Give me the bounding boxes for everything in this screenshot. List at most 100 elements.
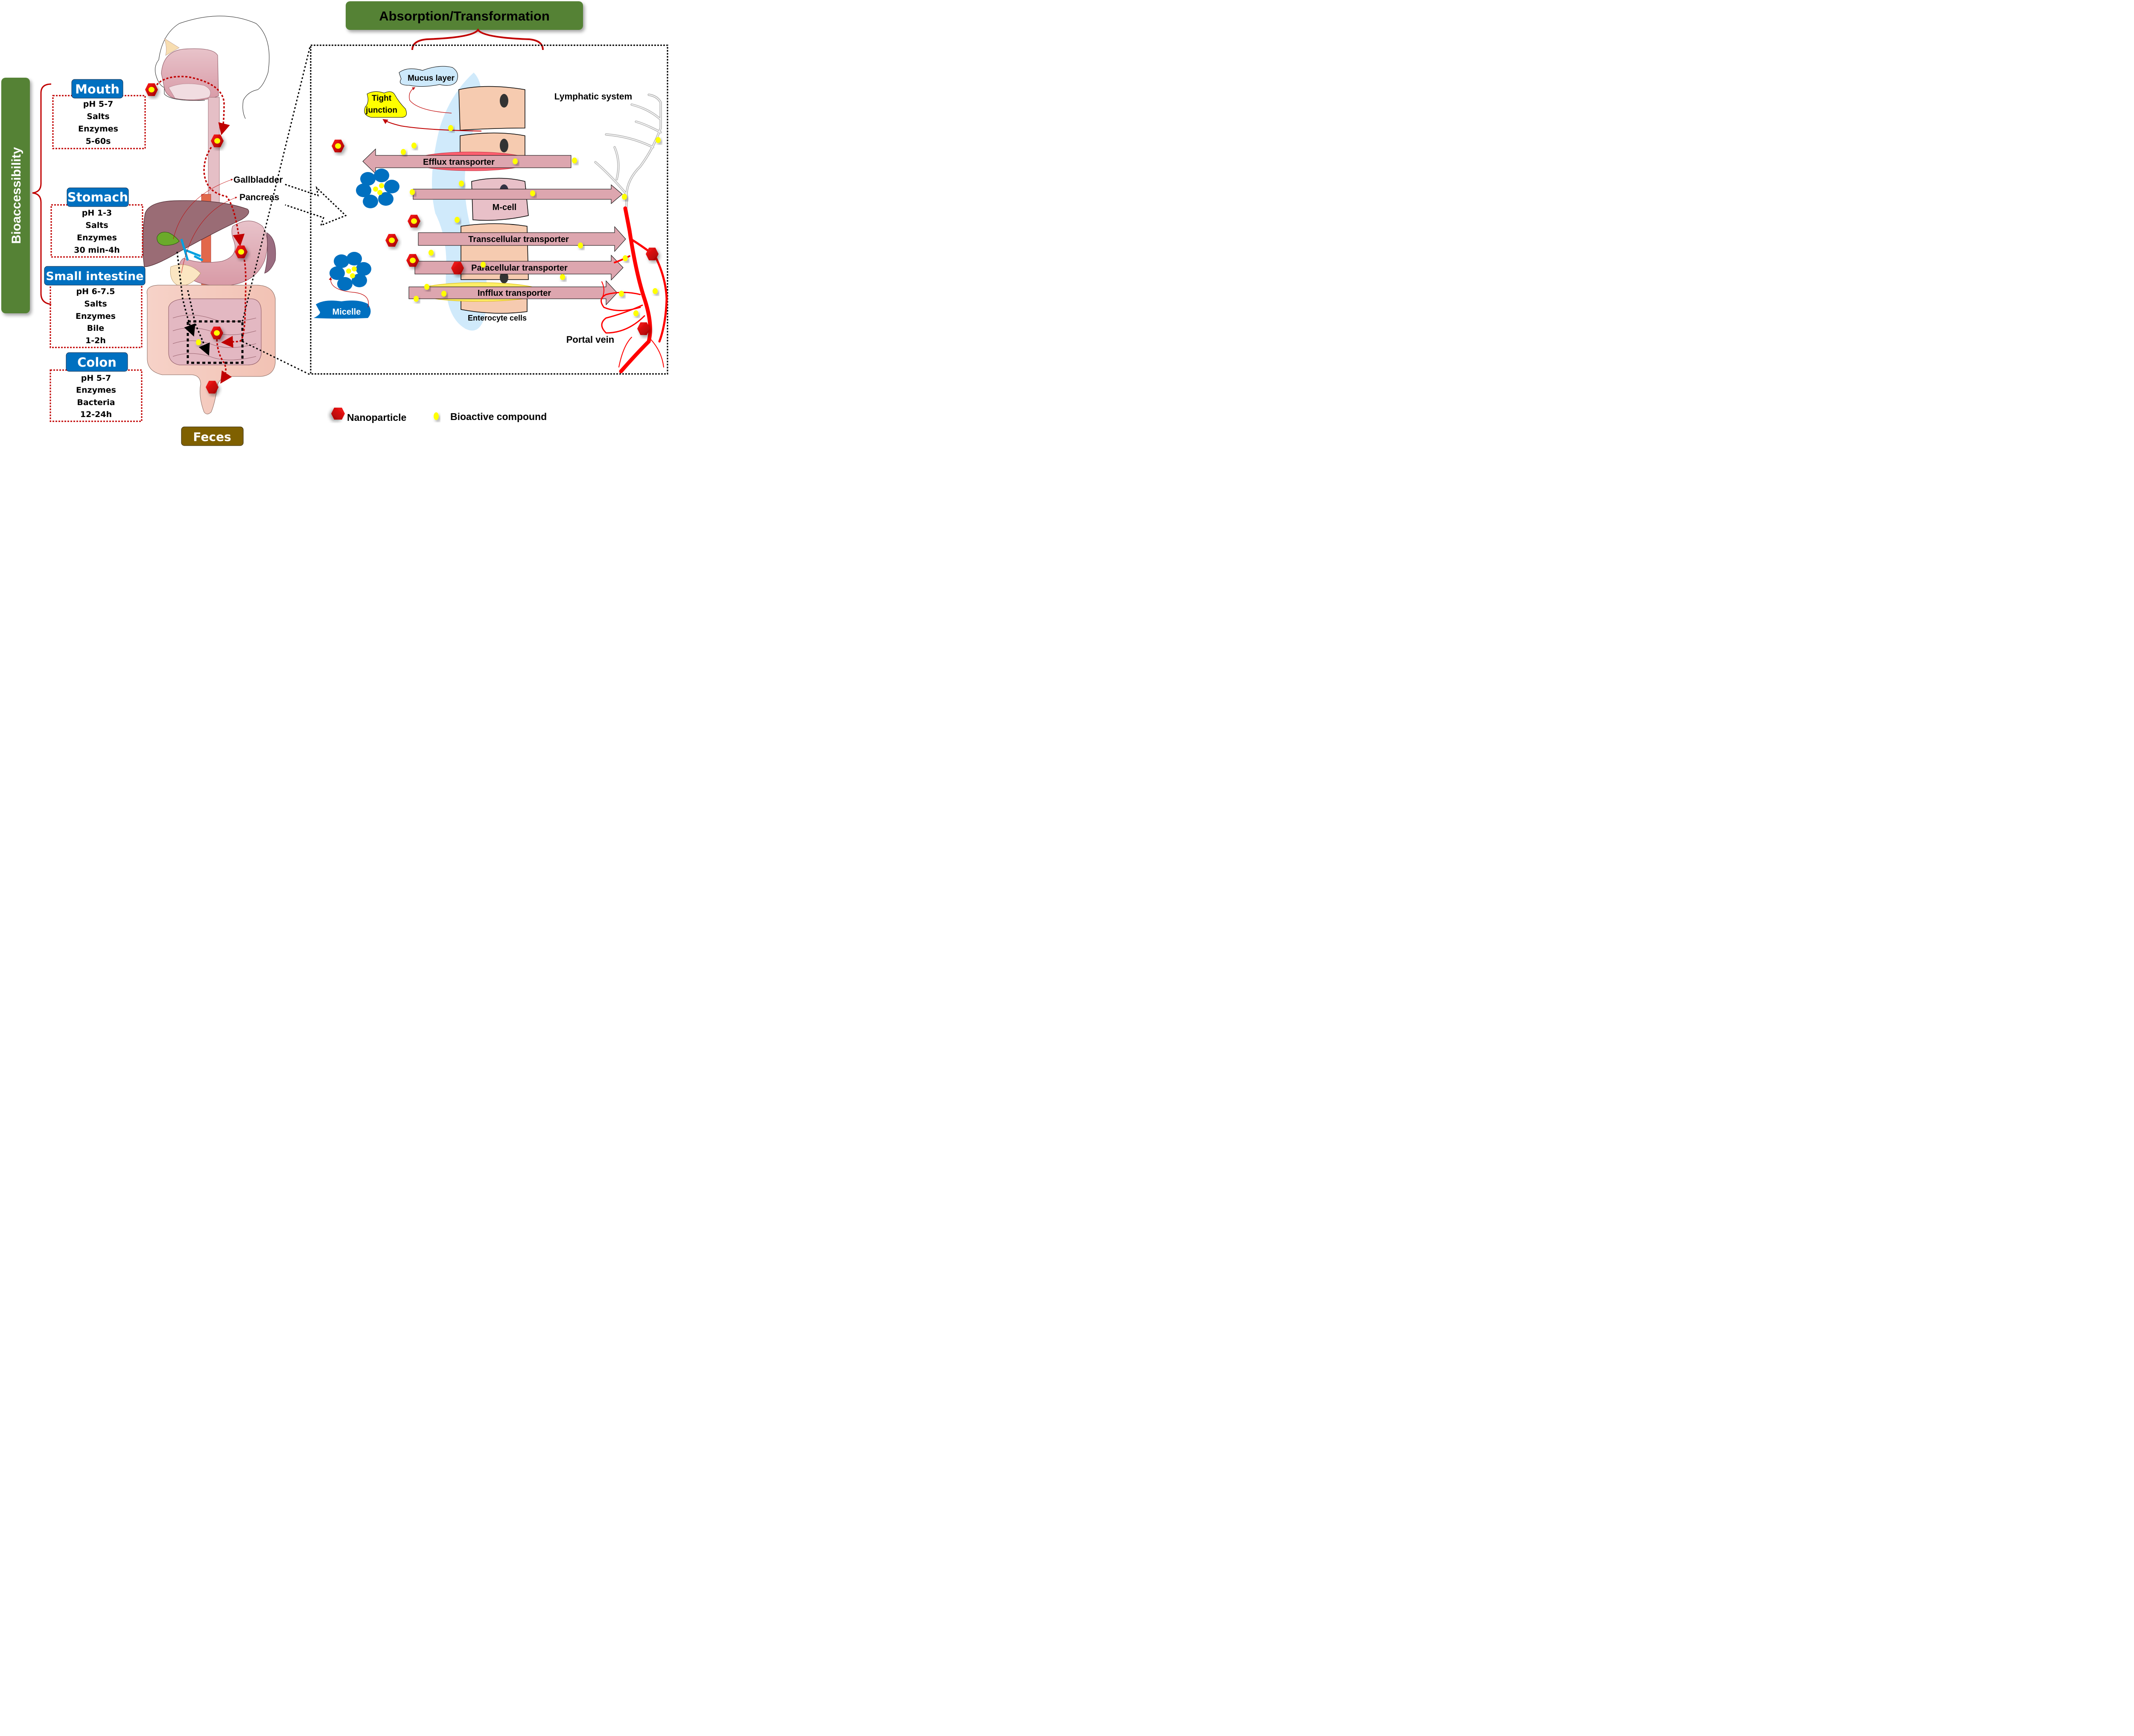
bioactive-compound-dot <box>633 310 638 316</box>
portal-vein-label: Portal vein <box>566 334 614 345</box>
tight-junction-callout: Tight junction <box>364 91 407 118</box>
figure-canvas: Bioaccessibility <box>1 1 668 446</box>
bioactive-compound-dot <box>414 296 419 302</box>
legend-nanoparticle-icon <box>331 408 345 420</box>
tight-junction-leader <box>382 119 482 131</box>
condition-text: 12-24h <box>80 410 112 419</box>
absorption-panel-frame <box>310 44 668 375</box>
bioactive-compound-dot <box>441 291 446 297</box>
nanoparticle-transit-path <box>154 76 230 135</box>
nanoparticle-transit-path-3 <box>221 256 247 348</box>
bioactive-compound-dot <box>448 125 453 131</box>
bioaccessibility-header: Bioaccessibility <box>1 78 30 313</box>
nanoparticle-icon <box>210 327 223 339</box>
bioactive-compounds <box>196 125 661 345</box>
gallbladder-leader <box>173 179 233 239</box>
condition-text: Salts <box>87 112 109 121</box>
mucus-layer-label: Mucus layer <box>408 74 455 83</box>
absorption-label: Absorption/Transformation <box>379 9 550 23</box>
transporter-efflux: Efflux transporter <box>362 148 571 175</box>
bioactive-compound-dot <box>619 291 624 297</box>
portal-vein-vessels <box>601 206 668 373</box>
nasal-oral-cavity <box>161 38 219 101</box>
bioactive-compound-dot <box>459 181 464 187</box>
mucus-leader <box>409 87 452 114</box>
pancreas-leader <box>181 197 237 274</box>
bioactive-compound-dot <box>560 274 565 280</box>
stage-title-mouth: Mouth <box>75 82 120 96</box>
nanoparticle-icon <box>145 83 158 96</box>
nanoparticle-icon <box>637 322 650 335</box>
bioactive-compound-dot <box>429 250 434 256</box>
condition-text: Salts <box>85 221 108 230</box>
nanoparticle-icon <box>332 140 344 152</box>
bioactive-compound-dot <box>410 189 415 195</box>
stage-title-colon: Colon <box>77 355 117 370</box>
stage-colon: Colon pH 5-7 Enzymes Bacteria 12-24h <box>50 352 143 422</box>
nanoparticle-icon <box>646 248 659 260</box>
bioactive-compound-dot <box>572 158 577 163</box>
nanoparticle-icon <box>451 262 464 274</box>
transcellular-transporter-label: Transcellular transporter <box>468 235 569 244</box>
condition-text: 30 min-4h <box>74 245 120 255</box>
enterocyte-cells-label: Enterocyte cells <box>468 314 527 322</box>
bioactive-compound-dot <box>455 217 460 223</box>
legend-bioactive-label: Bioactive compound <box>450 411 547 422</box>
tight-junction-label-line2: junction <box>365 106 397 115</box>
lymphatic-system-label: Lymphatic system <box>554 92 632 102</box>
legend: Nanoparticle Bioactive compound <box>331 408 547 423</box>
legend-bioactive-icon <box>434 412 439 420</box>
condition-text: Bacteria <box>77 398 115 407</box>
feces-label: Feces <box>193 430 231 444</box>
stage-stomach: Stomach pH 1-3 Salts Enzymes 30 min-4h <box>50 187 143 258</box>
bioactive-compound-dot <box>623 255 628 261</box>
nanoparticle-icon <box>211 134 224 147</box>
stage-title-small-intestine: Small intestine <box>46 270 143 283</box>
feces-box: Feces <box>181 426 244 446</box>
condition-text: Enzymes <box>76 312 116 321</box>
pancreas <box>170 264 201 286</box>
condition-text: pH 6-7.5 <box>76 287 115 296</box>
head-outline <box>155 16 270 119</box>
condition-text: Enzymes <box>76 385 116 395</box>
transporter-influx: Infflux transporter <box>408 280 618 306</box>
bioactive-compound-dot <box>513 158 518 164</box>
nanoparticle-icon <box>235 245 248 258</box>
condition-text: pH 5-7 <box>83 99 113 109</box>
lymphatic-vessels-fill <box>595 94 662 208</box>
bioactive-compound-dot <box>530 190 535 196</box>
condition-text: pH 5-7 <box>81 373 111 383</box>
tight-junction-label-line1: Tight <box>372 94 392 103</box>
legend-nanoparticle-label: Nanoparticle <box>347 412 406 423</box>
condition-text: Enzymes <box>78 124 118 134</box>
condition-text: Salts <box>84 299 107 309</box>
micelle-upper <box>356 169 399 208</box>
condition-text: 5-60s <box>86 137 111 146</box>
bioactive-compound-dot <box>411 143 417 149</box>
micelle-callout: Micelle <box>314 301 371 319</box>
nanoparticle-transit-path-4 <box>216 339 232 384</box>
condition-text: Bile <box>87 324 104 333</box>
nanoparticle-icon <box>406 254 419 267</box>
stage-small-intestine: Small intestine pH 6-7.5 Salts Enzymes B… <box>44 266 146 348</box>
influx-transporter-label: Infflux transporter <box>478 289 551 298</box>
transporter-transcellular: Transcellular transporter <box>418 226 626 252</box>
condition-text: 1-2h <box>85 336 106 345</box>
bioaccessibility-brace <box>32 83 52 305</box>
transporter-lymphatic <box>413 184 623 204</box>
stage-mouth: Mouth pH 5-7 Salts Enzymes 5-60s <box>52 79 146 149</box>
condition-text: pH 1-3 <box>82 208 112 218</box>
micelle-label: Micelle <box>332 307 361 317</box>
bioactive-compound-dot <box>622 194 627 200</box>
micelle-lower <box>329 252 371 291</box>
nanoparticle-icon <box>408 215 420 228</box>
to-panel-arrow <box>285 184 347 227</box>
bioactive-compound-dot <box>653 288 658 294</box>
condition-text: Enzymes <box>77 233 117 242</box>
spleen <box>264 232 276 274</box>
digestion-absorption-figure: Bioaccessibility <box>0 0 669 455</box>
absorption-header: Absorption/Transformation <box>346 1 583 30</box>
bioactive-compound-dot <box>401 149 406 155</box>
bioactive-compound-dot <box>481 262 486 268</box>
paracellular-transporter-label: Paracellular transporter <box>471 263 568 273</box>
